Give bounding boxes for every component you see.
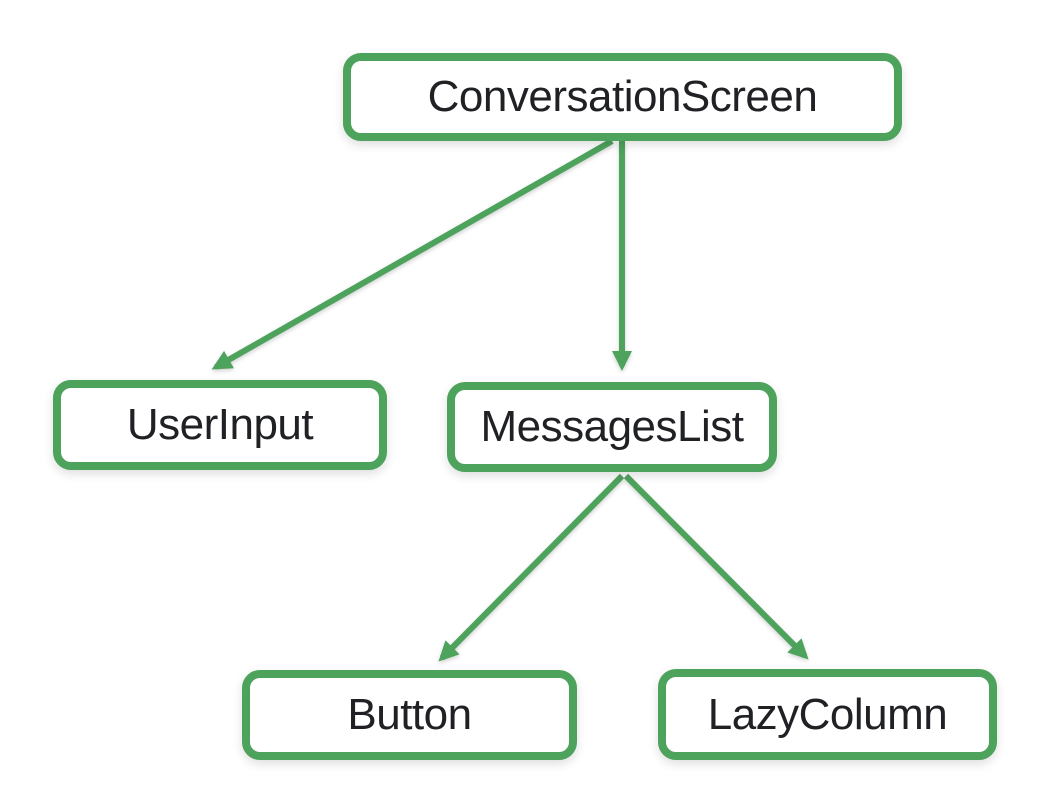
node-lazy-column: LazyColumn — [658, 669, 997, 760]
edge-messageslist-button — [438, 473, 625, 662]
node-messages-list-label: MessagesList — [480, 402, 744, 451]
node-button-label: Button — [347, 690, 472, 739]
edge-messageslist-lazycolumn — [623, 473, 809, 660]
node-user-input-label: UserInput — [126, 400, 314, 449]
node-button: Button — [242, 670, 577, 760]
edge-conversationscreen-userinput — [211, 138, 614, 370]
node-lazy-column-label: LazyColumn — [707, 689, 948, 739]
node-conversation-screen: ConversationScreen — [343, 53, 902, 141]
node-messages-list: MessagesList — [447, 382, 777, 472]
node-conversation-screen-label: ConversationScreen — [427, 72, 818, 121]
node-user-input: UserInput — [53, 380, 387, 470]
